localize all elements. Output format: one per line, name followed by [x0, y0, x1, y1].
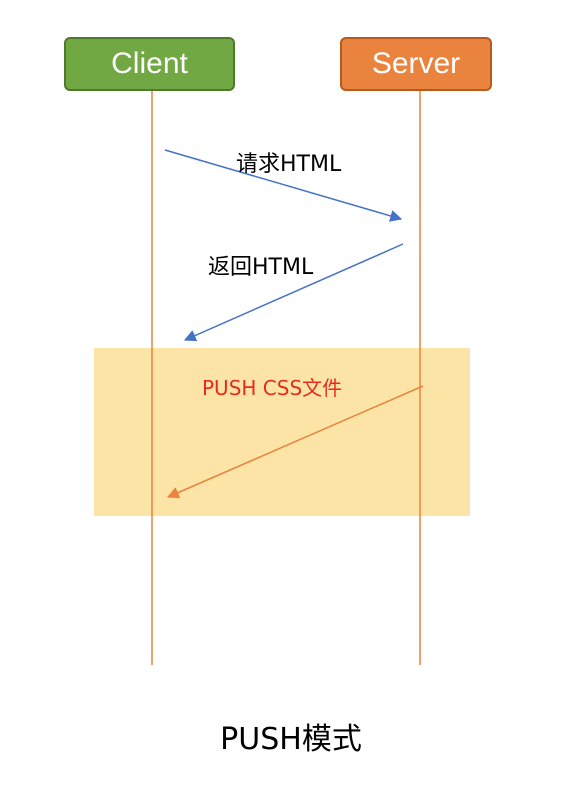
server-label: Server [371, 47, 461, 80]
push-css-label: PUSH CSS文件 [202, 376, 343, 400]
diagram-caption: PUSH模式 [220, 722, 362, 757]
request-html-label: 请求HTML [236, 152, 342, 177]
return-html-arrow [183, 243, 404, 342]
push-css-arrow [166, 385, 424, 499]
client-node: Client [64, 37, 235, 91]
server-node: Server [340, 37, 492, 91]
return-html-label: 返回HTML [208, 255, 314, 280]
client-label: Client [111, 47, 188, 80]
push-highlight-region [94, 348, 470, 516]
request-html-arrow [164, 149, 403, 222]
